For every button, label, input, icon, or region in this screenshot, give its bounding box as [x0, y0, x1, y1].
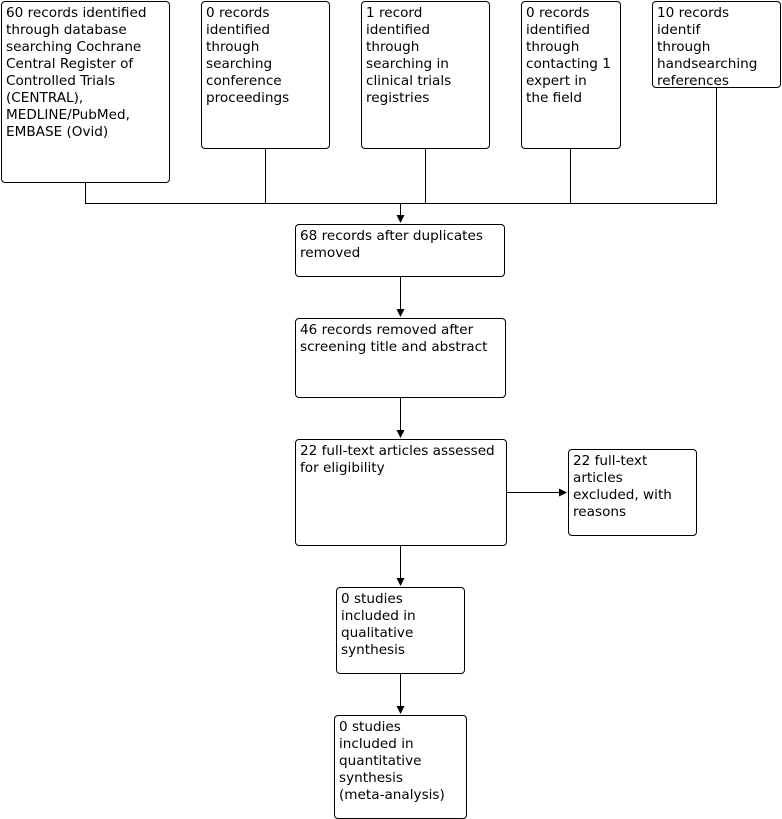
expert-contact-box: 0 records identified through contacting … [521, 1, 621, 149]
after-duplicates-box: 68 records after duplicates removed [295, 224, 505, 277]
quantitative-synthesis-box: 0 studies included in quantitative synth… [334, 715, 467, 819]
handsearching-box: 10 records identif through handsearching… [652, 1, 781, 88]
database-search-box: 60 records identified through database s… [1, 1, 170, 183]
full-text-excluded-box: 22 full-text articles excluded, with rea… [568, 449, 697, 536]
full-text-assessed-box: 22 full-text articles assessed for eligi… [295, 439, 507, 546]
conference-proceedings-box: 0 records identified through searching c… [201, 1, 330, 149]
clinical-trials-registries-box: 1 record identified through searching in… [361, 1, 490, 149]
screening-removed-box: 46 records removed after screening title… [295, 318, 506, 398]
qualitative-synthesis-box: 0 studies included in qualitative synthe… [336, 587, 465, 674]
